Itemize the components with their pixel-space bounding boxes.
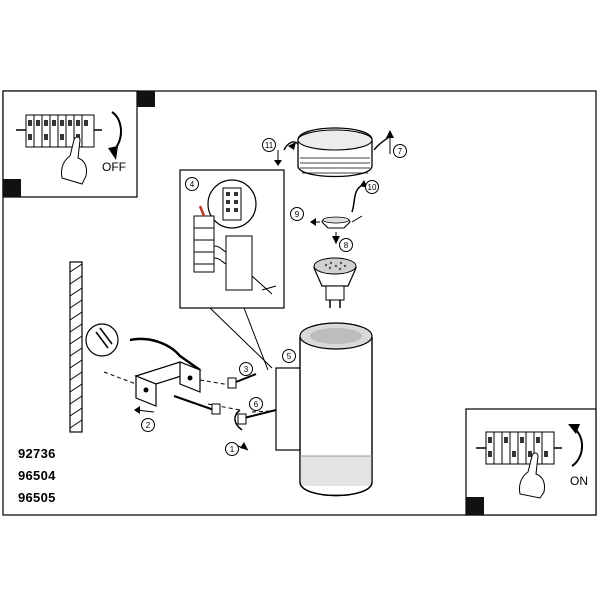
model-number: 96505 [18, 490, 56, 505]
connector-block [222, 187, 242, 221]
model-number: 96504 [18, 468, 56, 483]
off-panel-corner-marker [3, 179, 21, 197]
hand-icon [61, 136, 87, 185]
supply-cable [129, 337, 201, 372]
off-panel-corner-marker [137, 91, 155, 107]
lamp-body [275, 322, 373, 497]
mounting-plate [225, 235, 253, 291]
step-callout-label: 1 [230, 445, 235, 454]
step-callout-label: 3 [244, 365, 249, 374]
step-callouts: 1 2 3 4 5 6 7 8 9 10 11 [141, 138, 407, 456]
glass-diffuser [321, 216, 351, 229]
wall-section [69, 261, 83, 433]
step-callout-label: 9 [295, 210, 300, 219]
lamp-bottom-ring [300, 456, 372, 486]
screw-icon [227, 373, 257, 389]
terminal-strip-icon [476, 431, 562, 465]
step-callout-circle [282, 349, 296, 363]
step-callout-circle [393, 144, 407, 158]
on-panel: ON [465, 408, 597, 516]
on-label: ON [570, 474, 588, 488]
bulb-icon [313, 257, 357, 308]
screw-icon [173, 395, 221, 415]
diagram-frame [2, 90, 597, 516]
step-callout-label: 6 [254, 400, 259, 409]
model-number: 92736 [18, 446, 56, 461]
step-callout-label: 4 [190, 180, 195, 189]
step-callout-circle [225, 442, 239, 456]
step-callout-circle [365, 180, 379, 194]
mounting-bracket [134, 361, 202, 407]
lamp-backplate [275, 367, 303, 451]
step-callout-label: 10 [368, 183, 377, 192]
step-callout-label: 11 [265, 141, 274, 150]
step-callout-label: 5 [287, 352, 292, 361]
step-callout-circle [262, 138, 276, 152]
top-cap [297, 127, 373, 178]
terminal-strip-icon [16, 114, 102, 148]
on-panel-corner-marker [466, 497, 484, 515]
step-callout-label: 7 [398, 147, 403, 156]
step-callout-circle [339, 238, 353, 252]
step-callout-circle [249, 397, 263, 411]
step-callout-label: 8 [344, 241, 349, 250]
off-panel: OFF [2, 90, 155, 198]
off-label: OFF [102, 160, 126, 174]
step-callout-circle [185, 177, 199, 191]
step-callout-circle [290, 207, 304, 221]
step-callout-label: 2 [146, 421, 151, 430]
hand-icon [519, 452, 545, 499]
step-callout-circle [141, 418, 155, 432]
step-callout-circle [239, 362, 253, 376]
screw-icon [237, 409, 277, 425]
wire-highlight [198, 205, 206, 217]
wiring-detail [179, 169, 285, 371]
